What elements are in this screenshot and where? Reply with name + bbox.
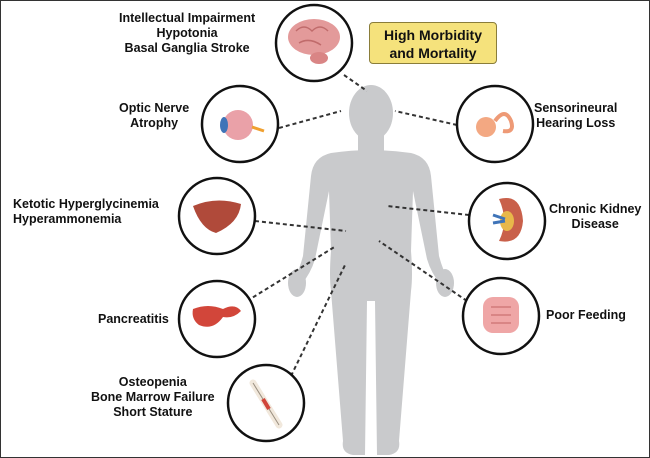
label-line: Basal Ganglia Stroke <box>124 41 250 55</box>
liver-icon <box>193 200 241 233</box>
brain-icon <box>288 19 340 64</box>
kidney-icon <box>492 197 523 242</box>
liver-label: Ketotic Hyperglycinemia Hyperammonemia <box>13 197 159 227</box>
label-line: Optic Nerve <box>119 101 190 115</box>
ear-label: Sensorineural Hearing Loss <box>534 101 617 131</box>
label-line: Pancreatitis <box>98 312 169 326</box>
label-line: Atrophy <box>130 116 179 130</box>
banner-line: High Morbidity <box>384 27 482 43</box>
label-line: Chronic Kidney <box>549 202 642 216</box>
connector-lines <box>246 74 470 377</box>
label-line: Osteopenia <box>118 375 187 389</box>
label-line: Hearing Loss <box>536 116 616 130</box>
label-line: Intellectual Impairment <box>119 11 256 25</box>
pancreas-icon <box>192 306 241 327</box>
label-line: Bone Marrow Failure <box>91 390 215 404</box>
label-line: Sensorineural <box>534 101 618 115</box>
label-line: Hyperammonemia <box>13 212 122 226</box>
pancreas-label: Pancreatitis <box>98 312 169 327</box>
label-line: Ketotic Hyperglycinemia <box>13 197 159 211</box>
intestine-label: Poor Feeding <box>546 308 626 323</box>
label-line: Short Stature <box>113 405 193 419</box>
intestine-icon <box>483 297 519 333</box>
eye-icon <box>220 110 265 140</box>
brain-label: Intellectual Impairment Hypotonia Basal … <box>119 11 255 56</box>
label-line: Poor Feeding <box>546 308 626 322</box>
label-line: Disease <box>571 217 619 231</box>
bone-icon <box>249 379 283 429</box>
ear-cochlea-icon <box>476 112 514 137</box>
kidney-label: Chronic Kidney Disease <box>549 202 641 232</box>
high-morbidity-banner: High Morbidity and Mortality <box>369 22 497 64</box>
label-line: Hypotonia <box>156 26 218 40</box>
human-body-silhouette <box>288 85 454 455</box>
bone-label: Osteopenia Bone Marrow Failure Short Sta… <box>91 375 215 420</box>
eye-label: Optic Nerve Atrophy <box>119 101 189 131</box>
banner-line: and Mortality <box>389 45 477 61</box>
